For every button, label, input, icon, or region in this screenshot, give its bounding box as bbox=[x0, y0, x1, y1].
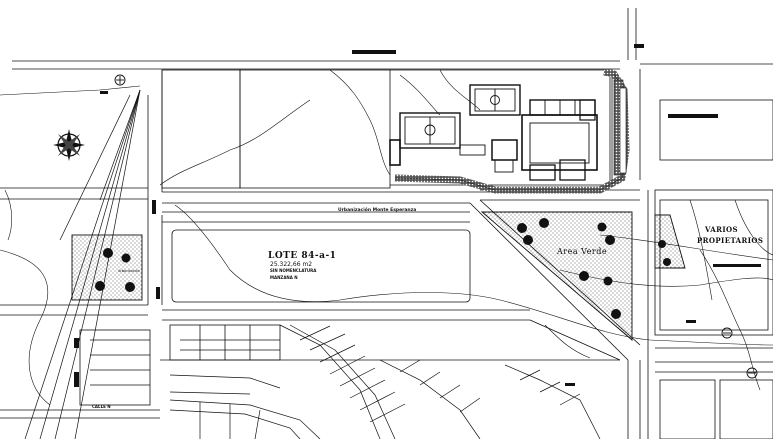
area-verde-zone bbox=[480, 211, 633, 341]
lot-area: 25.322,66 m2 bbox=[270, 261, 313, 268]
tag-markers bbox=[74, 44, 761, 387]
lot-subtitle-2: MANZANA N bbox=[270, 275, 298, 280]
lot-title: LOTE 84-a-1 bbox=[268, 251, 337, 261]
survey-marker-icon bbox=[114, 74, 758, 379]
trees bbox=[95, 218, 671, 319]
top-tag bbox=[352, 50, 396, 54]
lot-84-a-1-boundary bbox=[171, 229, 471, 303]
sports-court-1 bbox=[399, 112, 461, 149]
owners-label-line2: PROPIETARIOS bbox=[697, 236, 764, 245]
sports-court-2 bbox=[469, 84, 521, 116]
contour-lines bbox=[0, 69, 773, 406]
green-area-label: Area Verde bbox=[557, 247, 608, 256]
right-tag bbox=[668, 114, 718, 118]
lot-subtitle-1: SIN NOMENCLATURA bbox=[270, 268, 317, 273]
lower-subdivision bbox=[169, 324, 601, 439]
owners-label-line1: VARIOS bbox=[705, 225, 738, 234]
tree-note-label: Arborización bbox=[118, 269, 140, 273]
road-label: Urbanización Monte Esperanza bbox=[338, 208, 417, 213]
radial-lines bbox=[24, 89, 141, 439]
street-label: CALLE N bbox=[92, 404, 111, 409]
right-green-strip bbox=[654, 214, 686, 269]
building-cluster bbox=[389, 84, 598, 181]
compass-rose-icon bbox=[53, 129, 85, 161]
